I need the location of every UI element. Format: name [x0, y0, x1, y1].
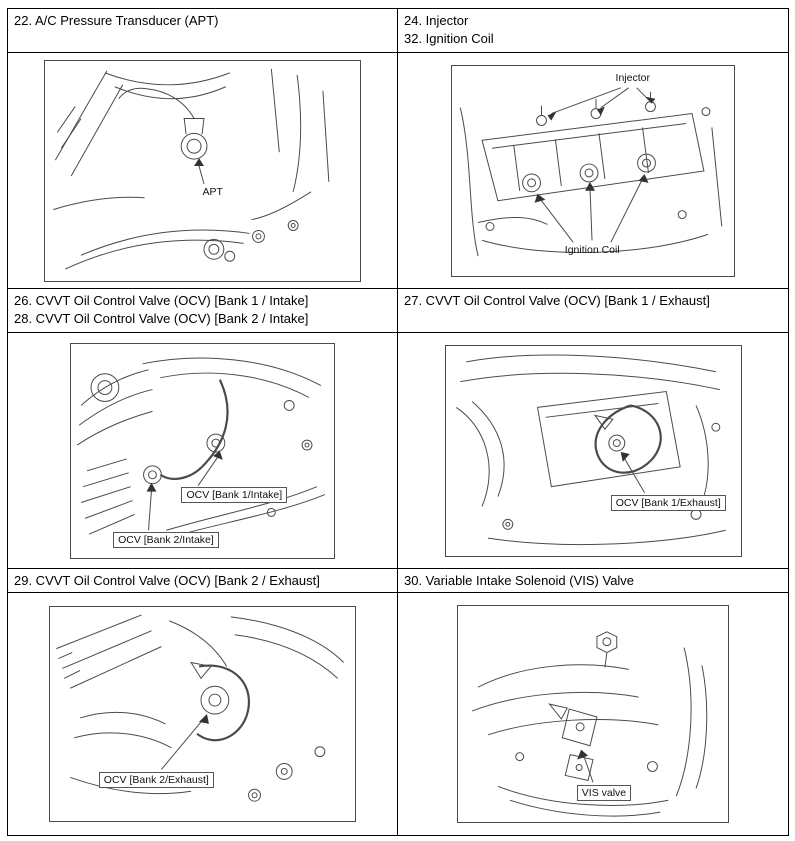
caption-cell-ocv-exhaust-bank2: 29. CVVT Oil Control Valve (OCV) [Bank 2… — [8, 569, 398, 593]
figure-ocv-exhaust-bank1: OCV [Bank 1/Exhaust] — [444, 344, 742, 557]
engine-line-art-apt — [53, 68, 330, 270]
figure-ocv-intake: OCV [Bank 1/Intake] OCV [Bank 2/Intake] — [70, 342, 335, 559]
caption-line: 32. Ignition Coil — [404, 31, 494, 46]
figure-ocv-exhaust-bank2: OCV [Bank 2/Exhaust] — [49, 606, 356, 822]
figure-apt: APT — [44, 59, 361, 282]
caption-cell-ocv-intake: 26. CVVT Oil Control Valve (OCV) [Bank 1… — [8, 289, 398, 333]
caption-line: 29. CVVT Oil Control Valve (OCV) [Bank 2… — [14, 573, 320, 588]
figure-cell-ocv-exhaust-bank1: OCV [Bank 1/Exhaust] — [398, 333, 788, 569]
caption-line: 28. CVVT Oil Control Valve (OCV) [Bank 2… — [14, 311, 309, 326]
figure-cell-ocv-intake: OCV [Bank 1/Intake] OCV [Bank 2/Intake] — [8, 333, 398, 569]
callout-injector: Injector — [615, 71, 650, 84]
figure-cell-apt: APT — [8, 53, 398, 289]
caption-line: 26. CVVT Oil Control Valve (OCV) [Bank 1… — [14, 293, 309, 308]
figure-vis-valve: VIS valve — [457, 605, 729, 823]
caption-line: 30. Variable Intake Solenoid (VIS) Valve — [404, 573, 635, 588]
callout-ocv-bank2-exhaust: OCV [Bank 2/Exhaust] — [98, 771, 214, 788]
caption-cell-vis-valve: 30. Variable Intake Solenoid (VIS) Valve — [398, 569, 788, 593]
engine-line-art-ocv-intake — [76, 357, 326, 545]
caption-cell-injector-coil: 24. Injector 32. Ignition Coil — [398, 9, 788, 53]
figure-cell-vis-valve: VIS valve — [398, 593, 788, 835]
figure-cell-injector-coil: Injector Ignition Coil — [398, 53, 788, 289]
figure-cell-ocv-exhaust-bank2: OCV [Bank 2/Exhaust] — [8, 593, 398, 835]
component-location-table: 22. A/C Pressure Transducer (APT) 24. In… — [7, 8, 789, 836]
caption-line: 24. Injector — [404, 13, 469, 28]
callout-ocv-bank2-intake: OCV [Bank 2/Intake] — [113, 531, 219, 548]
callout-ocv-bank1-exhaust: OCV [Bank 1/Exhaust] — [610, 494, 726, 511]
callout-ocv-bank1-intake: OCV [Bank 1/Intake] — [181, 486, 288, 503]
caption-line: 22. A/C Pressure Transducer (APT) — [14, 13, 219, 28]
engine-line-art-vis-valve — [471, 631, 708, 817]
caption-cell-apt: 22. A/C Pressure Transducer (APT) — [8, 9, 398, 53]
callout-vis-valve: VIS valve — [576, 785, 632, 802]
callout-apt: APT — [202, 185, 223, 198]
callout-ignition-coil: Ignition Coil — [564, 244, 620, 256]
engine-line-art-injector-coil — [459, 86, 723, 256]
engine-line-art-ocv-exhaust-bank2 — [56, 614, 345, 802]
caption-cell-ocv-exhaust-bank1: 27. CVVT Oil Control Valve (OCV) [Bank 1… — [398, 289, 788, 333]
engine-line-art-ocv-exhaust-bank1 — [455, 354, 726, 545]
caption-line: 27. CVVT Oil Control Valve (OCV) [Bank 1… — [404, 293, 710, 308]
figure-injector-coil: Injector Ignition Coil — [451, 64, 735, 277]
